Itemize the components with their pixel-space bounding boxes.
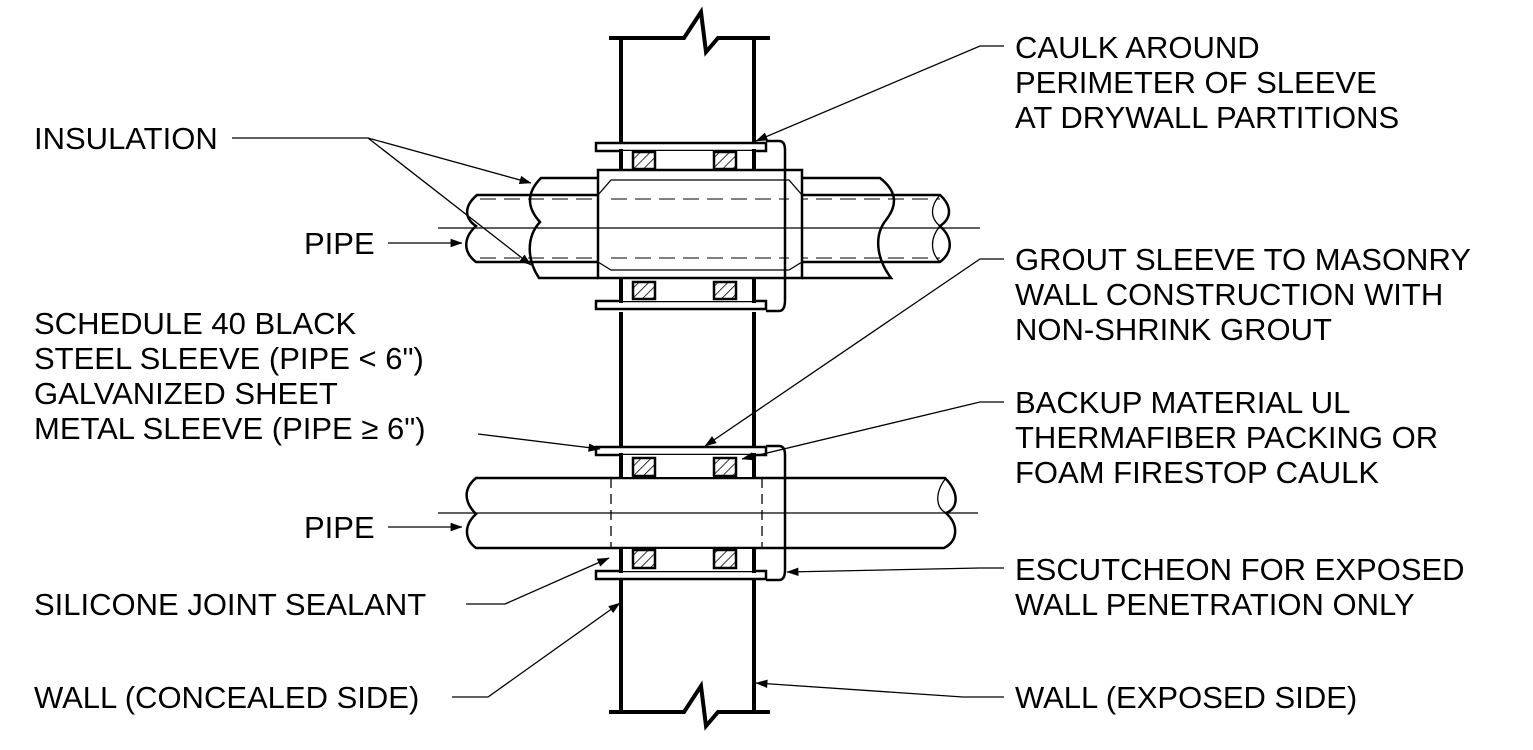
- label-wall-exposed: WALL (EXPOSED SIDE): [1015, 680, 1357, 715]
- label-backup-material: BACKUP MATERIAL UL THERMAFIBER PACKING O…: [1015, 385, 1447, 490]
- upper-escutcheon: [766, 139, 787, 313]
- label-pipe-bottom: PIPE: [304, 510, 375, 545]
- lower-pipe-assembly: [438, 444, 978, 582]
- wall-break-bottom: [609, 680, 770, 731]
- label-wall-concealed: WALL (CONCEALED SIDE): [34, 680, 419, 715]
- label-escutcheon: ESCUTCHEON FOR EXPOSED WALL PENETRATION …: [1015, 552, 1473, 622]
- wall: [609, 6, 770, 731]
- lower-escutcheon: [766, 444, 787, 582]
- label-silicone-sealant: SILICONE JOINT SEALANT: [34, 587, 426, 622]
- label-insulation: INSULATION: [34, 121, 218, 156]
- label-caulk: CAULK AROUND PERIMETER OF SLEEVE AT DRYW…: [1015, 30, 1399, 135]
- upper-sleeve: [596, 168, 804, 280]
- callout-labels: INSULATION PIPE SCHEDULE 40 BLACK STEEL …: [34, 30, 1479, 715]
- upper-insulated-pipe-assembly: [438, 139, 980, 313]
- insulation-left: [528, 176, 598, 280]
- label-pipe-top: PIPE: [304, 226, 375, 261]
- wall-break-top: [609, 6, 770, 57]
- label-grout: GROUT SLEEVE TO MASONRY WALL CONSTRUCTIO…: [1015, 242, 1479, 347]
- insulation-right: [802, 176, 896, 280]
- leader-lines: [232, 45, 1004, 698]
- label-sleeve: SCHEDULE 40 BLACK STEEL SLEEVE (PIPE < 6…: [34, 306, 432, 446]
- upper-pipe-left: [465, 193, 598, 264]
- lower-pipe: [465, 476, 957, 550]
